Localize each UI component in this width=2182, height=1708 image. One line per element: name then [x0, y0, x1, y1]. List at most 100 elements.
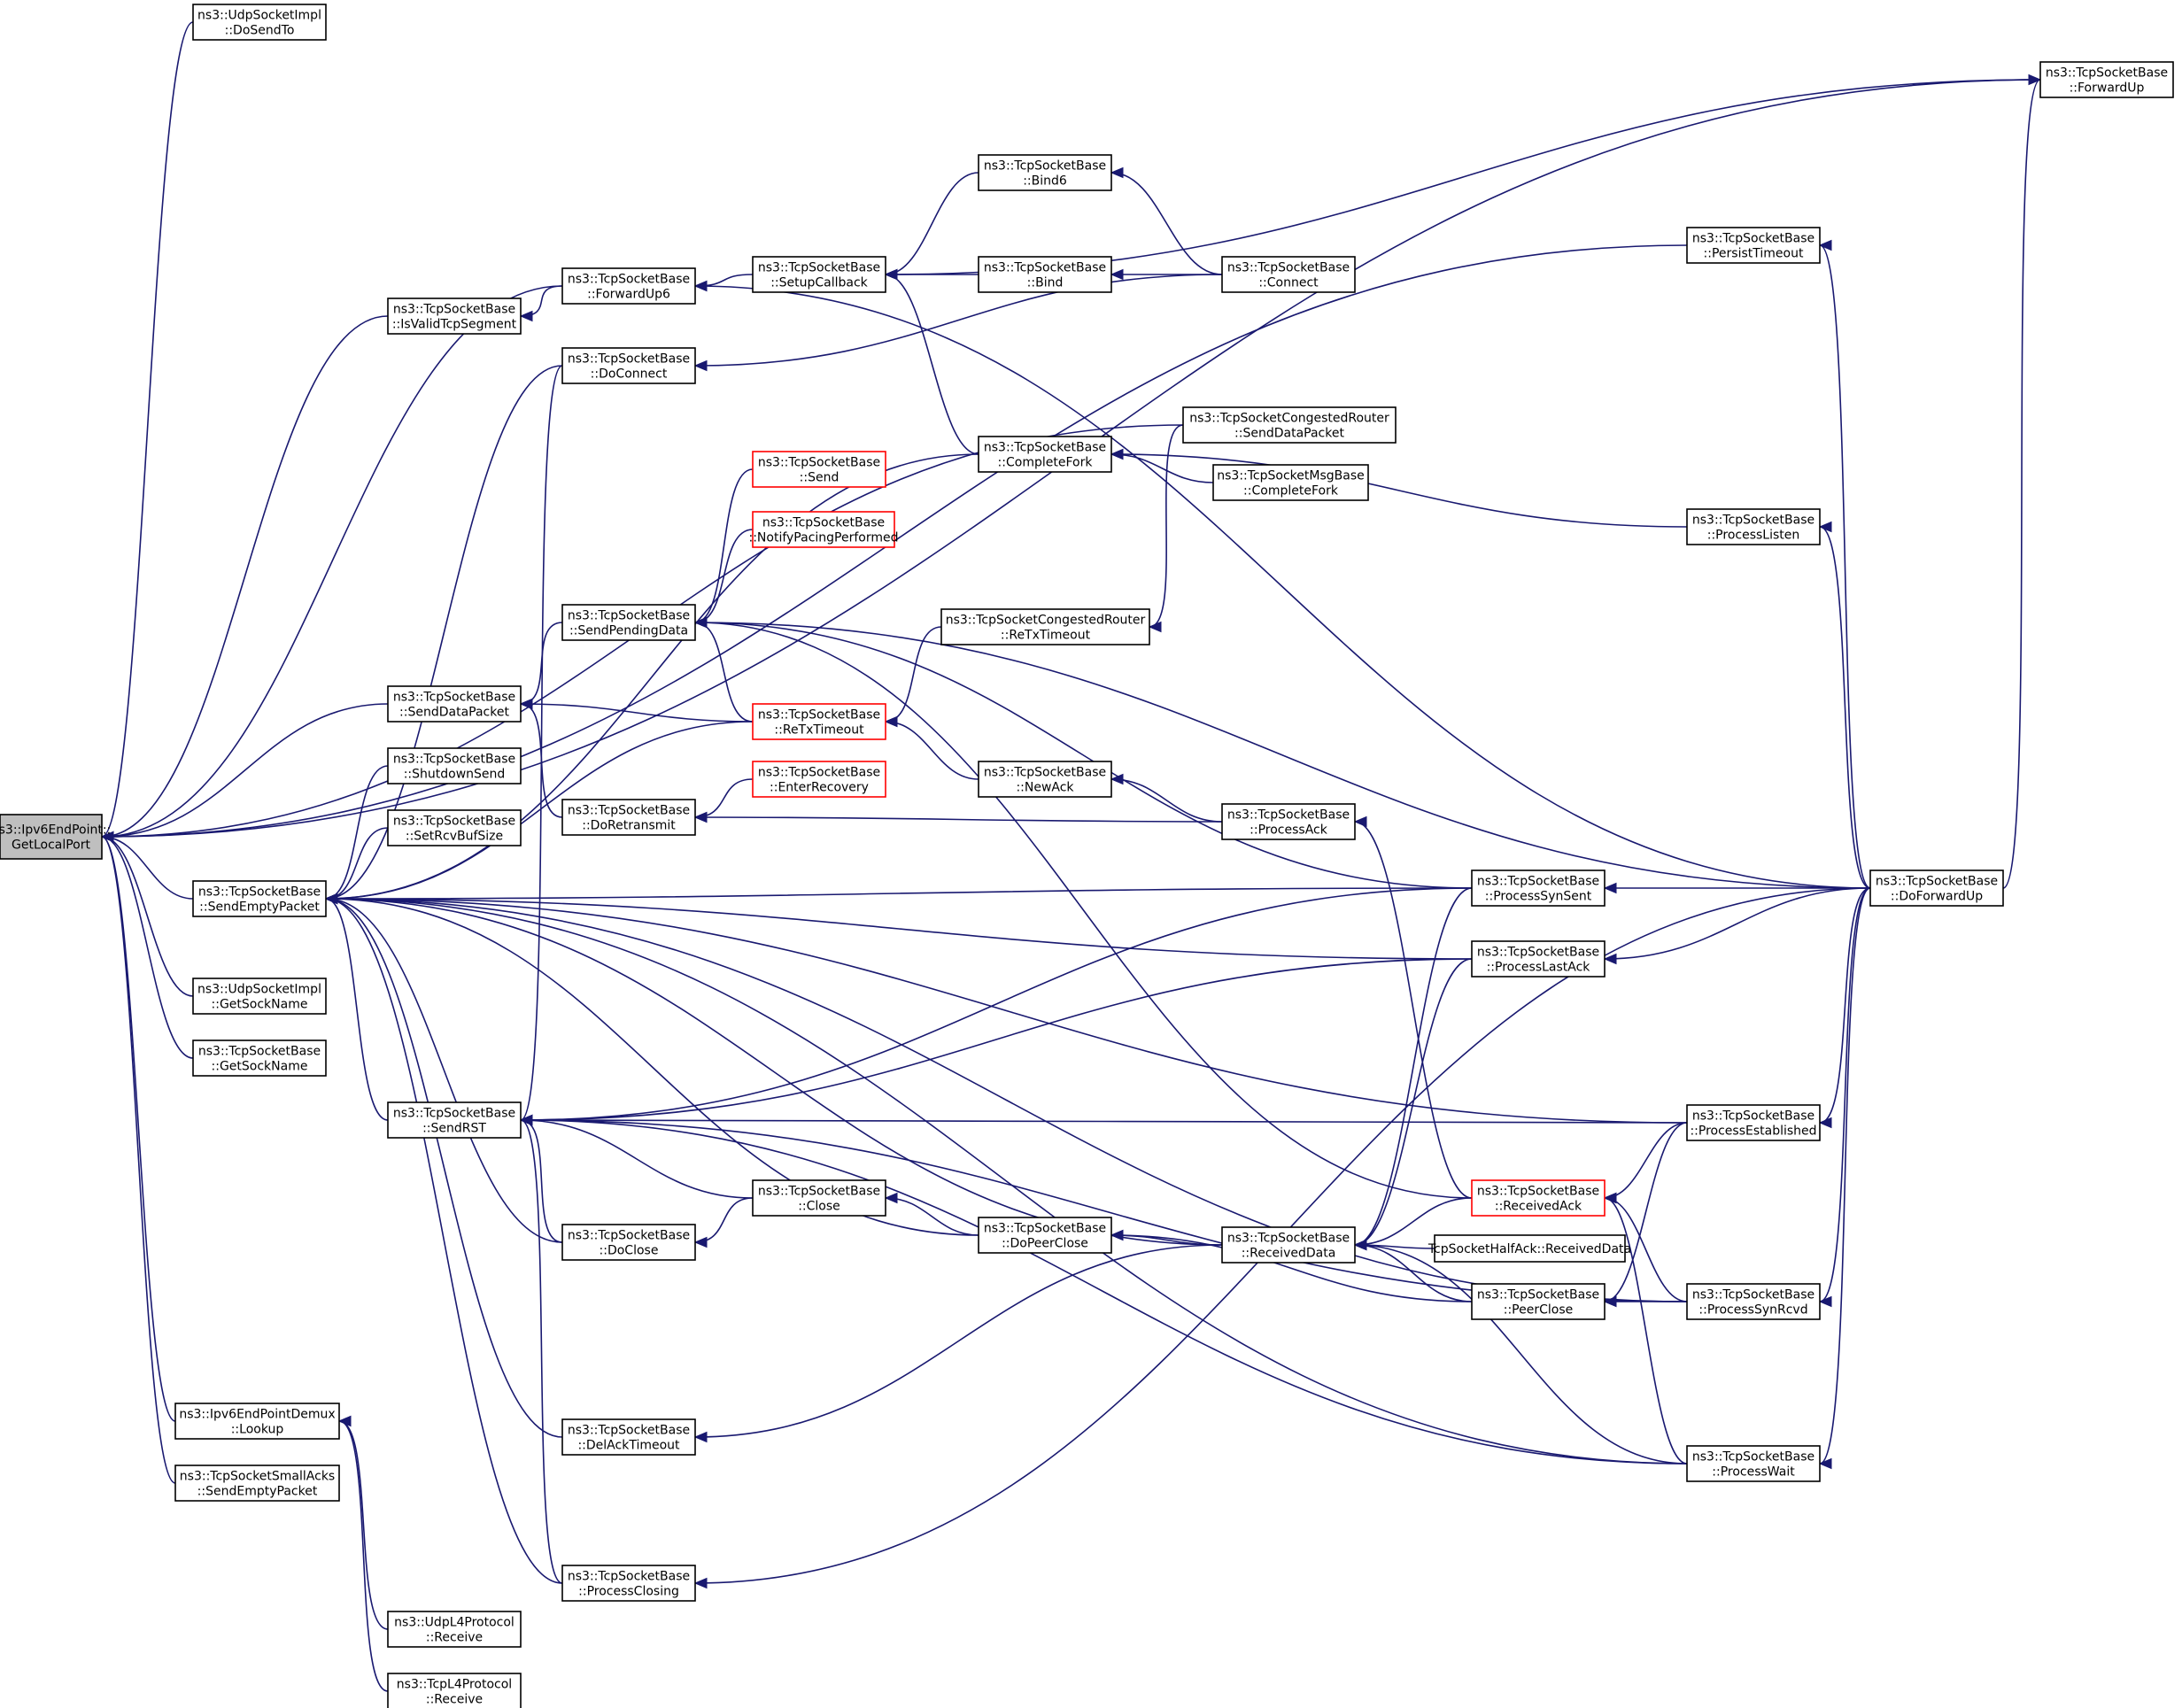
node-box-msg_completefork[interactable]	[1212, 464, 1369, 501]
node-cong_senddata[interactable]: ns3::TcpSocketCongestedRouter::SendDataP…	[1182, 406, 1397, 444]
node-close[interactable]: ns3::TcpSocketBase::Close	[752, 1179, 886, 1217]
node-box-smallacks[interactable]	[174, 1465, 340, 1502]
node-box-udp_getsock[interactable]	[192, 978, 327, 1015]
node-box-forwardup6[interactable]	[561, 267, 696, 305]
node-lookup[interactable]: ns3::Ipv6EndPointDemux::Lookup	[174, 1403, 340, 1440]
node-box-setupcallback[interactable]	[752, 256, 886, 293]
node-root[interactable]: ns3::Ipv6EndPoint::GetLocalPort	[0, 814, 111, 860]
node-box-close[interactable]	[752, 1179, 886, 1217]
node-udpl4[interactable]: ns3::UdpL4Protocol::Receive	[387, 1611, 522, 1648]
node-box-forwardup[interactable]	[2039, 61, 2174, 98]
node-box-tcp_getsock[interactable]	[192, 1039, 327, 1077]
node-box-send[interactable]	[752, 451, 886, 488]
node-doconnect[interactable]: ns3::TcpSocketBase::DoConnect	[561, 347, 696, 384]
node-processclosing[interactable]: ns3::TcpSocketBase::ProcessClosing	[561, 1565, 696, 1602]
node-isvalid[interactable]: ns3::TcpSocketBase::IsValidTcpSegment	[387, 298, 522, 335]
node-setrcvbuf[interactable]: ns3::TcpSocketBase::SetRcvBufSize	[387, 809, 522, 846]
node-box-sendempty[interactable]	[192, 880, 327, 917]
node-box-receiveddata[interactable]	[1221, 1226, 1356, 1264]
node-box-processack[interactable]	[1221, 803, 1356, 840]
node-udp_getsock[interactable]: ns3::UdpSocketImpl::GetSockName	[192, 978, 327, 1015]
node-box-root[interactable]	[0, 814, 103, 860]
node-box-bind6[interactable]	[978, 154, 1112, 191]
node-box-doclose[interactable]	[561, 1224, 696, 1261]
node-box-persisttimeout[interactable]	[1686, 227, 1821, 264]
node-box-retxtimeout[interactable]	[752, 703, 886, 740]
node-processack[interactable]: ns3::TcpSocketBase::ProcessAck	[1221, 803, 1356, 840]
node-forwardup6[interactable]: ns3::TcpSocketBase::ForwardUp6	[561, 267, 696, 305]
node-doclose[interactable]: ns3::TcpSocketBase::DoClose	[561, 1224, 696, 1261]
node-box-processsynrcvd[interactable]	[1686, 1283, 1821, 1320]
node-processlastack[interactable]: ns3::TcpSocketBase::ProcessLastAck	[1471, 940, 1606, 978]
node-shutdownsend[interactable]: ns3::TcpSocketBase::ShutdownSend	[387, 747, 522, 784]
node-receiveddata[interactable]: ns3::TcpSocketBase::ReceivedData	[1221, 1226, 1356, 1264]
node-senddatapacket[interactable]: ns3::TcpSocketBase::SendDataPacket	[387, 685, 522, 723]
node-box-doretransmit[interactable]	[561, 799, 696, 836]
node-box-processclosing[interactable]	[561, 1565, 696, 1602]
node-retxtimeout[interactable]: ns3::TcpSocketBase::ReTxTimeout	[752, 703, 886, 740]
node-box-lookup[interactable]	[174, 1403, 340, 1440]
node-forwardup[interactable]: ns3::TcpSocketBase::ForwardUp	[2039, 61, 2174, 98]
node-box-udpl4[interactable]	[387, 1611, 522, 1648]
node-udp_dosendto[interactable]: ns3::UdpSocketImpl::DoSendTo	[192, 4, 327, 41]
node-tcp_getsock[interactable]: ns3::TcpSocketBase::GetSockName	[192, 1039, 327, 1077]
node-connect[interactable]: ns3::TcpSocketBase::Connect	[1221, 256, 1356, 293]
node-box-connect[interactable]	[1221, 256, 1356, 293]
node-box-doconnect[interactable]	[561, 347, 696, 384]
node-processwait[interactable]: ns3::TcpSocketBase::ProcessWait	[1686, 1445, 1821, 1482]
node-box-tcpl4[interactable]	[387, 1673, 522, 1708]
node-box-cong_retx[interactable]	[940, 608, 1150, 645]
node-box-newack[interactable]	[978, 761, 1112, 798]
node-setupcallback[interactable]: ns3::TcpSocketBase::SetupCallback	[752, 256, 886, 293]
node-processsynrcvd[interactable]: ns3::TcpSocketBase::ProcessSynRcvd	[1686, 1283, 1821, 1320]
node-peerclose[interactable]: ns3::TcpSocketBase::PeerClose	[1471, 1283, 1606, 1320]
node-processestablished[interactable]: ns3::TcpSocketBase::ProcessEstablished	[1686, 1104, 1821, 1141]
node-box-sendrst[interactable]	[387, 1101, 522, 1139]
node-send[interactable]: ns3::TcpSocketBase::Send	[752, 451, 886, 488]
node-box-doforwardup[interactable]	[1869, 869, 2004, 907]
node-bind[interactable]: ns3::TcpSocketBase::Bind	[978, 256, 1112, 293]
node-box-sendpending[interactable]	[561, 604, 696, 641]
node-box-halfack[interactable]	[1434, 1234, 1626, 1263]
node-box-processlastack[interactable]	[1471, 940, 1606, 978]
node-bind6[interactable]: ns3::TcpSocketBase::Bind6	[978, 154, 1112, 191]
node-box-processlisten[interactable]	[1686, 508, 1821, 545]
node-completefork[interactable]: ns3::TcpSocketBase::CompleteFork	[978, 436, 1112, 473]
node-box-peerclose[interactable]	[1471, 1283, 1606, 1320]
node-smallacks[interactable]: ns3::TcpSocketSmallAcks::SendEmptyPacket	[174, 1465, 340, 1502]
node-enterrecovery[interactable]: ns3::TcpSocketBase::EnterRecovery	[752, 761, 886, 798]
node-box-processsynsent[interactable]	[1471, 869, 1606, 907]
node-box-processestablished[interactable]	[1686, 1104, 1821, 1141]
node-sendrst[interactable]: ns3::TcpSocketBase::SendRST	[387, 1101, 522, 1139]
node-box-enterrecovery[interactable]	[752, 761, 886, 798]
node-box-completefork[interactable]	[978, 436, 1112, 473]
node-box-shutdownsend[interactable]	[387, 747, 522, 784]
node-doforwardup[interactable]: ns3::TcpSocketBase::DoForwardUp	[1869, 869, 2004, 907]
node-dopeerclose[interactable]: ns3::TcpSocketBase::DoPeerClose	[978, 1217, 1112, 1254]
node-halfack[interactable]: TcpSocketHalfAck::ReceivedData	[1428, 1234, 1631, 1263]
node-box-senddatapacket[interactable]	[387, 685, 522, 723]
node-box-receivedack[interactable]	[1471, 1179, 1606, 1217]
node-box-processwait[interactable]	[1686, 1445, 1821, 1482]
node-tcpl4[interactable]: ns3::TcpL4Protocol::Receive	[387, 1673, 522, 1708]
node-box-notifypacing[interactable]	[752, 511, 895, 548]
node-processsynsent[interactable]: ns3::TcpSocketBase::ProcessSynSent	[1471, 869, 1606, 907]
node-persisttimeout[interactable]: ns3::TcpSocketBase::PersistTimeout	[1686, 227, 1821, 264]
node-sendempty[interactable]: ns3::TcpSocketBase::SendEmptyPacket	[192, 880, 327, 917]
node-box-dopeerclose[interactable]	[978, 1217, 1112, 1254]
node-receivedack[interactable]: ns3::TcpSocketBase::ReceivedAck	[1471, 1179, 1606, 1217]
node-box-delack[interactable]	[561, 1418, 696, 1456]
node-cong_retx[interactable]: ns3::TcpSocketCongestedRouter::ReTxTimeo…	[940, 608, 1150, 645]
node-box-cong_senddata[interactable]	[1182, 406, 1397, 444]
node-processlisten[interactable]: ns3::TcpSocketBase::ProcessListen	[1686, 508, 1821, 545]
node-box-isvalid[interactable]	[387, 298, 522, 335]
node-notifypacing[interactable]: ns3::TcpSocketBase::NotifyPacingPerforme…	[748, 511, 899, 548]
node-newack[interactable]: ns3::TcpSocketBase::NewAck	[978, 761, 1112, 798]
node-msg_completefork[interactable]: ns3::TcpSocketMsgBase::CompleteFork	[1212, 464, 1369, 501]
node-sendpending[interactable]: ns3::TcpSocketBase::SendPendingData	[561, 604, 696, 641]
node-box-bind[interactable]	[978, 256, 1112, 293]
node-doretransmit[interactable]: ns3::TcpSocketBase::DoRetransmit	[561, 799, 696, 836]
node-box-udp_dosendto[interactable]	[192, 4, 327, 41]
node-delack[interactable]: ns3::TcpSocketBase::DelAckTimeout	[561, 1418, 696, 1456]
node-box-setrcvbuf[interactable]	[387, 809, 522, 846]
